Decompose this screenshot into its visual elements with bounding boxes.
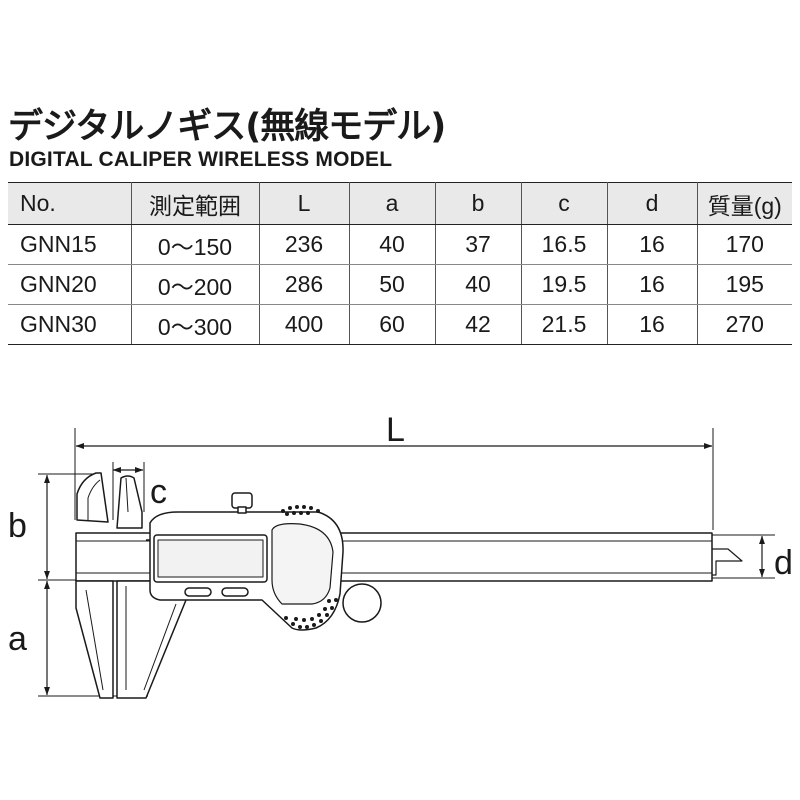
table-cell: 0〜150 — [130, 224, 260, 265]
header-cell-range: 測定範囲 — [130, 182, 260, 225]
dimension-label-l: L — [386, 411, 405, 449]
header-cell-c: c — [520, 182, 608, 225]
table-header-row: No. 測定範囲 L a b c d 質量(g) — [8, 182, 792, 225]
table-row: GNN15 0〜150 236 40 37 16.5 16 170 — [8, 224, 792, 265]
table-cell: 400 — [258, 304, 350, 345]
table-cell: 19.5 — [520, 264, 608, 305]
page-title-english: DIGITAL CALIPER WIRELESS MODEL — [9, 148, 393, 171]
table-cell: 21.5 — [520, 304, 608, 345]
table-row: GNN30 0〜300 400 60 42 21.5 16 270 — [8, 304, 792, 345]
table-cell: 40 — [434, 264, 522, 305]
table-cell: 16.5 — [520, 224, 608, 265]
button-left — [184, 587, 212, 597]
table-cell: 50 — [348, 264, 436, 305]
dimension-label-b: b — [8, 507, 27, 545]
table-cell: 16 — [606, 264, 698, 305]
dimension-label-c: c — [150, 473, 167, 511]
upper-movable-jaw — [116, 475, 143, 529]
table-cell: 37 — [434, 224, 522, 265]
header-cell-b: b — [434, 182, 522, 225]
depth-rod — [712, 548, 743, 576]
header-cell-l: L — [258, 182, 350, 225]
lock-screw — [231, 492, 253, 509]
table-cell: GNN30 — [8, 304, 132, 345]
page-title-japanese: デジタルノギス(無線モデル) — [8, 107, 446, 147]
dimension-lines — [44, 443, 765, 696]
table-cell: 195 — [696, 264, 792, 305]
table-cell: 40 — [348, 224, 436, 265]
dimension-label-d: d — [774, 544, 793, 582]
table-cell: 42 — [434, 304, 522, 345]
table-cell: 16 — [606, 224, 698, 265]
table-cell: 170 — [696, 224, 792, 265]
header-cell-no: No. — [8, 182, 132, 225]
table-cell: 270 — [696, 304, 792, 345]
header-cell-a: a — [348, 182, 436, 225]
table-row: GNN20 0〜200 286 50 40 19.5 16 195 — [8, 264, 792, 305]
thumb-roller — [342, 583, 382, 623]
caliper-body — [75, 472, 743, 699]
dimension-label-a: a — [8, 620, 27, 658]
table-cell: 236 — [258, 224, 350, 265]
table-cell: 60 — [348, 304, 436, 345]
button-right — [221, 587, 249, 597]
table-cell: GNN15 — [8, 224, 132, 265]
grip-texture — [281, 505, 338, 629]
spec-table: No. 測定範囲 L a b c d 質量(g) GNN15 0〜150 236… — [8, 182, 792, 345]
upper-fixed-jaw — [76, 472, 109, 523]
header-cell-mass: 質量(g) — [696, 182, 792, 225]
table-cell: 0〜300 — [130, 304, 260, 345]
table-cell: GNN20 — [8, 264, 132, 305]
header-cell-d: d — [606, 182, 698, 225]
table-cell: 16 — [606, 304, 698, 345]
